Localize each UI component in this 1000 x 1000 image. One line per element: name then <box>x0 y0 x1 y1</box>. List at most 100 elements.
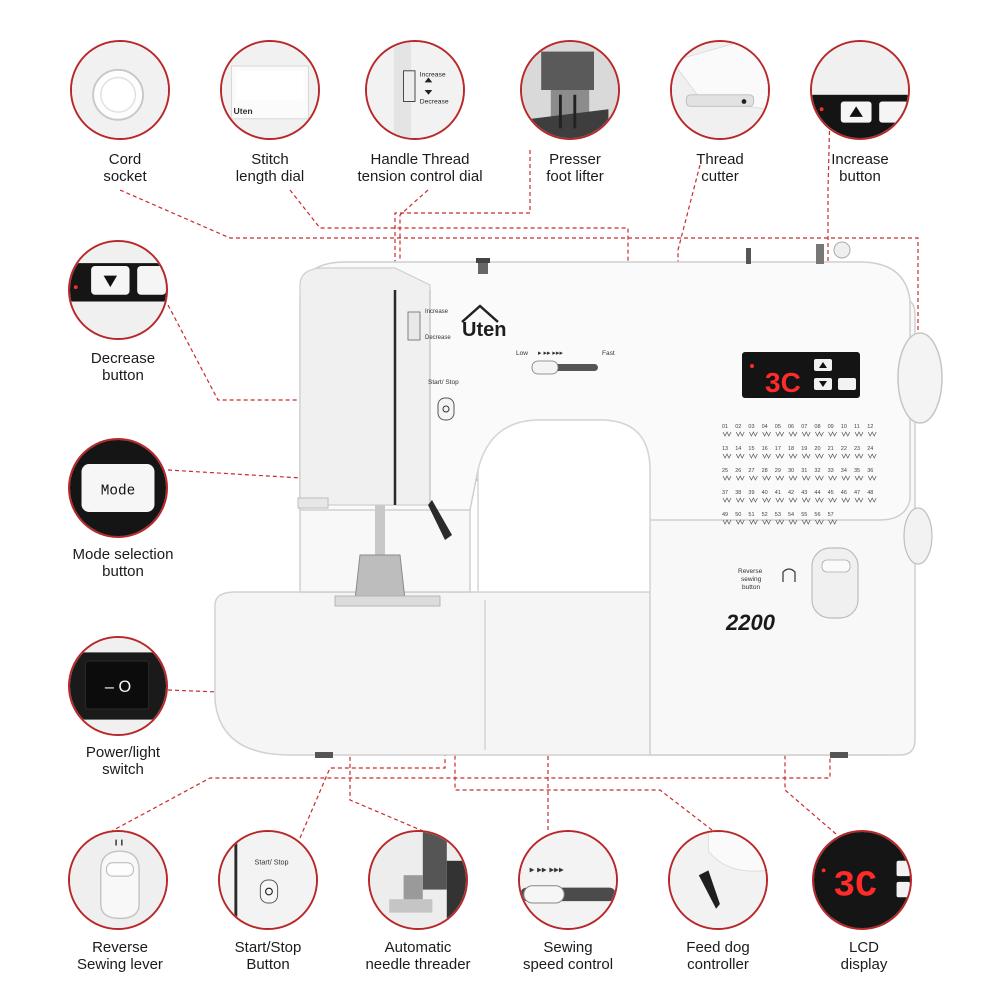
stitch-number: 23 <box>854 446 860 452</box>
stitch-number: 40 <box>762 490 768 496</box>
callout-increase-button <box>810 40 910 140</box>
stitch-number: 31 <box>801 468 807 474</box>
stitch-symbol <box>722 475 732 481</box>
stitch-number: 54 <box>788 512 794 518</box>
model-number: 2200 <box>725 610 776 635</box>
reverse-text-3: button <box>742 584 760 591</box>
stitch-symbol <box>762 519 771 525</box>
callout-start-stop: Start/ Stop <box>218 830 318 930</box>
stitch-symbol <box>854 497 864 503</box>
stitch-number: 10 <box>841 424 847 430</box>
stitch-symbol <box>788 497 798 503</box>
callout-decrease-button <box>68 240 168 340</box>
lcd-panel <box>742 352 860 398</box>
hand-wheel[interactable] <box>897 332 943 424</box>
stitch-symbol <box>815 519 824 525</box>
stitch-symbol <box>801 497 811 503</box>
callout-mode-selection: Mode <box>68 438 168 538</box>
accessory-box-divider <box>484 600 486 750</box>
stitch-symbol <box>788 431 798 437</box>
stitch-symbol <box>841 475 851 481</box>
callout-thread-tension: Increase Decrease <box>365 40 465 140</box>
stitch-number: 25 <box>722 468 728 474</box>
throat-opening <box>477 419 651 593</box>
stitch-symbol <box>735 497 745 503</box>
stitch-number: 32 <box>814 468 820 474</box>
stitch-symbol <box>722 497 732 503</box>
stitch-symbol <box>828 497 837 503</box>
stitch-number: 20 <box>814 446 820 452</box>
tension-increase-text: Increase <box>420 72 446 79</box>
callout-cord-socket <box>70 40 170 140</box>
stitch-number: 49 <box>722 512 728 518</box>
stitch-symbol <box>749 497 758 503</box>
mode-key-label: Mode <box>101 484 136 500</box>
stitch-symbol <box>815 475 824 481</box>
stitch-number: 52 <box>762 512 768 518</box>
stitch-dial[interactable] <box>903 507 933 565</box>
stitch-symbol <box>749 453 758 459</box>
stitch-number: 38 <box>735 490 741 496</box>
stitch-symbol <box>841 431 851 437</box>
machine-decrease-text: Decrease <box>425 335 451 341</box>
stitch-symbol <box>788 519 798 525</box>
stitch-symbol <box>815 453 824 459</box>
machine-increase-text: Increase <box>425 309 449 315</box>
start-stop-button[interactable] <box>437 397 455 421</box>
stitch-symbol <box>775 453 785 459</box>
stitch-symbol <box>775 431 785 437</box>
lcd-mode-button[interactable] <box>838 378 856 390</box>
stitch-number: 08 <box>814 424 820 430</box>
stitch-number: 46 <box>841 490 847 496</box>
stitch-number: 04 <box>762 424 768 430</box>
stitch-symbol <box>775 475 785 481</box>
callout-speed-control: ▸ ▸▸ ▸▸▸ <box>518 830 618 930</box>
stitch-symbol <box>815 497 824 503</box>
stitch-number: 34 <box>841 468 847 474</box>
reverse-lever[interactable] <box>811 547 859 619</box>
stitch-number: 28 <box>762 468 768 474</box>
stitch-symbol <box>801 519 811 525</box>
stitch-number: 35 <box>854 468 860 474</box>
stitch-symbol <box>762 431 771 437</box>
stitch-symbol <box>735 475 745 481</box>
reverse-text-1: Reverse <box>738 568 763 575</box>
stitch-symbol <box>867 431 877 437</box>
stitch-symbol <box>762 497 771 503</box>
speed-slider-knob[interactable] <box>531 360 559 375</box>
stitch-number: 37 <box>722 490 728 496</box>
stitch-number: 22 <box>841 446 847 452</box>
stitch-symbol <box>722 453 732 459</box>
needle-bar <box>375 505 385 560</box>
stitch-number: 51 <box>748 512 754 518</box>
stitch-symbol <box>762 453 771 459</box>
callout-reverse-lever <box>68 830 168 930</box>
stitch-number: 16 <box>762 446 768 452</box>
machine-start-stop-text: Start/ Stop <box>428 379 459 386</box>
stitch-number: 42 <box>788 490 794 496</box>
stitch-symbol <box>749 519 758 525</box>
stitch-number: 12 <box>867 424 873 430</box>
stitch-number: 09 <box>828 424 834 430</box>
stitch-number: 02 <box>735 424 741 430</box>
stitch-number: 33 <box>828 468 834 474</box>
stitch-number: 19 <box>801 446 807 452</box>
stitch-number: 30 <box>788 468 794 474</box>
stitch-number: 48 <box>867 490 873 496</box>
callout-stitch-length-dial: Uten <box>220 40 320 140</box>
stitch-symbol <box>828 475 837 481</box>
stitch-symbol <box>801 431 811 437</box>
stitch-number: 45 <box>828 490 834 496</box>
lcd-callout-value: 3C <box>833 865 877 906</box>
start-stop-inner-text: Start/ Stop <box>255 858 289 867</box>
stitch-number: 53 <box>775 512 781 518</box>
callout-power-switch: – O <box>68 636 168 736</box>
